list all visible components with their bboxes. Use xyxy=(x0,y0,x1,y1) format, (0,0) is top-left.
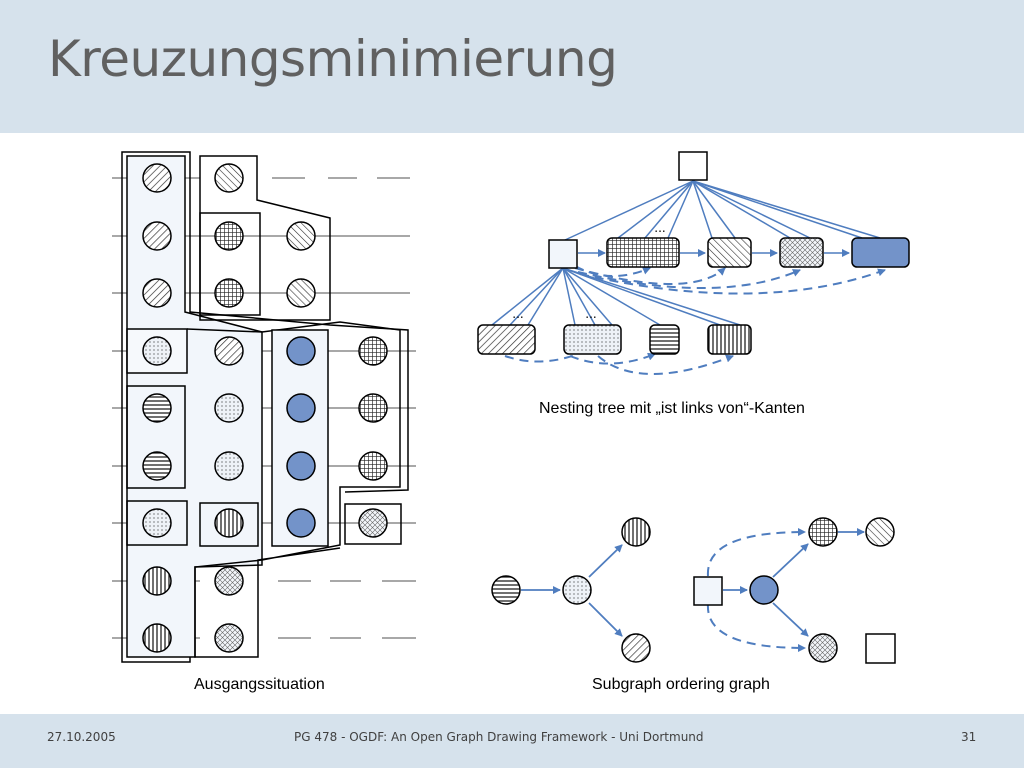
header-bar xyxy=(0,0,1024,133)
nesting-tree: ... ... ... xyxy=(477,151,910,375)
caption-left: Ausgangssituation xyxy=(194,676,325,693)
node xyxy=(286,278,316,308)
footer-date: 27.10.2005 xyxy=(47,730,116,744)
ordering-graph xyxy=(491,517,896,664)
node xyxy=(214,508,244,538)
slide-title: Kreuzungsminimierung xyxy=(48,30,618,88)
caption-nesting: Nesting tree mit „ist links von“-Kanten xyxy=(539,400,805,417)
caption-ordering: Subgraph ordering graph xyxy=(592,676,770,693)
node xyxy=(214,336,244,366)
node xyxy=(214,163,244,193)
node xyxy=(358,451,388,481)
node xyxy=(214,221,244,251)
node xyxy=(214,566,244,596)
page-number: 31 xyxy=(961,730,977,744)
node xyxy=(142,566,172,596)
node xyxy=(142,393,172,423)
node xyxy=(214,623,244,653)
node xyxy=(214,451,244,481)
node xyxy=(142,278,172,308)
node xyxy=(286,393,316,423)
node xyxy=(214,393,244,423)
node xyxy=(142,623,172,653)
node xyxy=(358,336,388,366)
footer-bar xyxy=(0,714,1024,768)
node xyxy=(142,163,172,193)
node xyxy=(142,336,172,366)
node xyxy=(214,278,244,308)
node xyxy=(286,221,316,251)
ellipsis: ... xyxy=(585,307,596,321)
ellipsis: ... xyxy=(512,307,523,321)
node xyxy=(358,508,388,538)
ellipsis: ... xyxy=(654,221,665,235)
node xyxy=(142,451,172,481)
node xyxy=(358,393,388,423)
node xyxy=(142,221,172,251)
node xyxy=(142,508,172,538)
footer-title: PG 478 - OGDF: An Open Graph Drawing Fra… xyxy=(294,730,704,744)
node xyxy=(286,336,316,366)
node xyxy=(286,451,316,481)
node xyxy=(286,508,316,538)
left-diagram xyxy=(112,151,416,663)
